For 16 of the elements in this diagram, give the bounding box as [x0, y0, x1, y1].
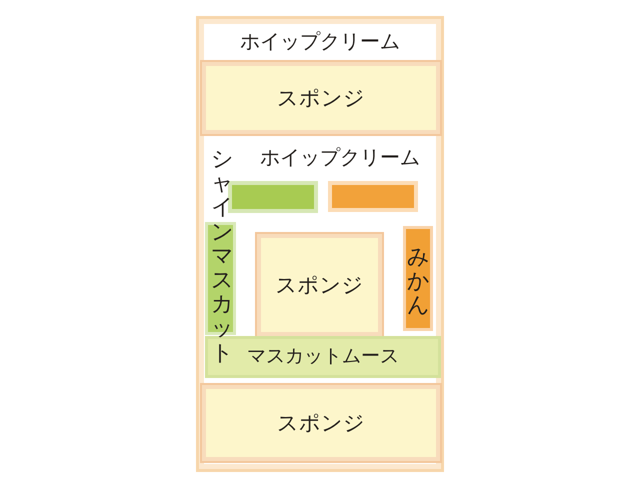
layer-label: ホイップクリーム: [260, 146, 420, 169]
layer-label: スポンジ: [277, 86, 365, 110]
layer-label: マスカットムース: [247, 346, 399, 368]
fruit-strip: [403, 226, 433, 331]
sponge-layer: [200, 60, 442, 136]
layer-label: ホイップクリーム: [240, 30, 400, 53]
vertical-label: シャインマスカット: [211, 148, 233, 366]
sponge-layer: [255, 232, 384, 338]
fruit-bar: [228, 181, 318, 213]
vertical-label: みかん: [407, 246, 429, 319]
sponge-layer: [200, 383, 442, 463]
cake-outline: [196, 16, 444, 472]
fruit-bar: [328, 181, 418, 212]
layer-label: スポンジ: [276, 272, 364, 298]
mousse-layer: [205, 336, 441, 378]
layer-label: スポンジ: [277, 410, 365, 436]
